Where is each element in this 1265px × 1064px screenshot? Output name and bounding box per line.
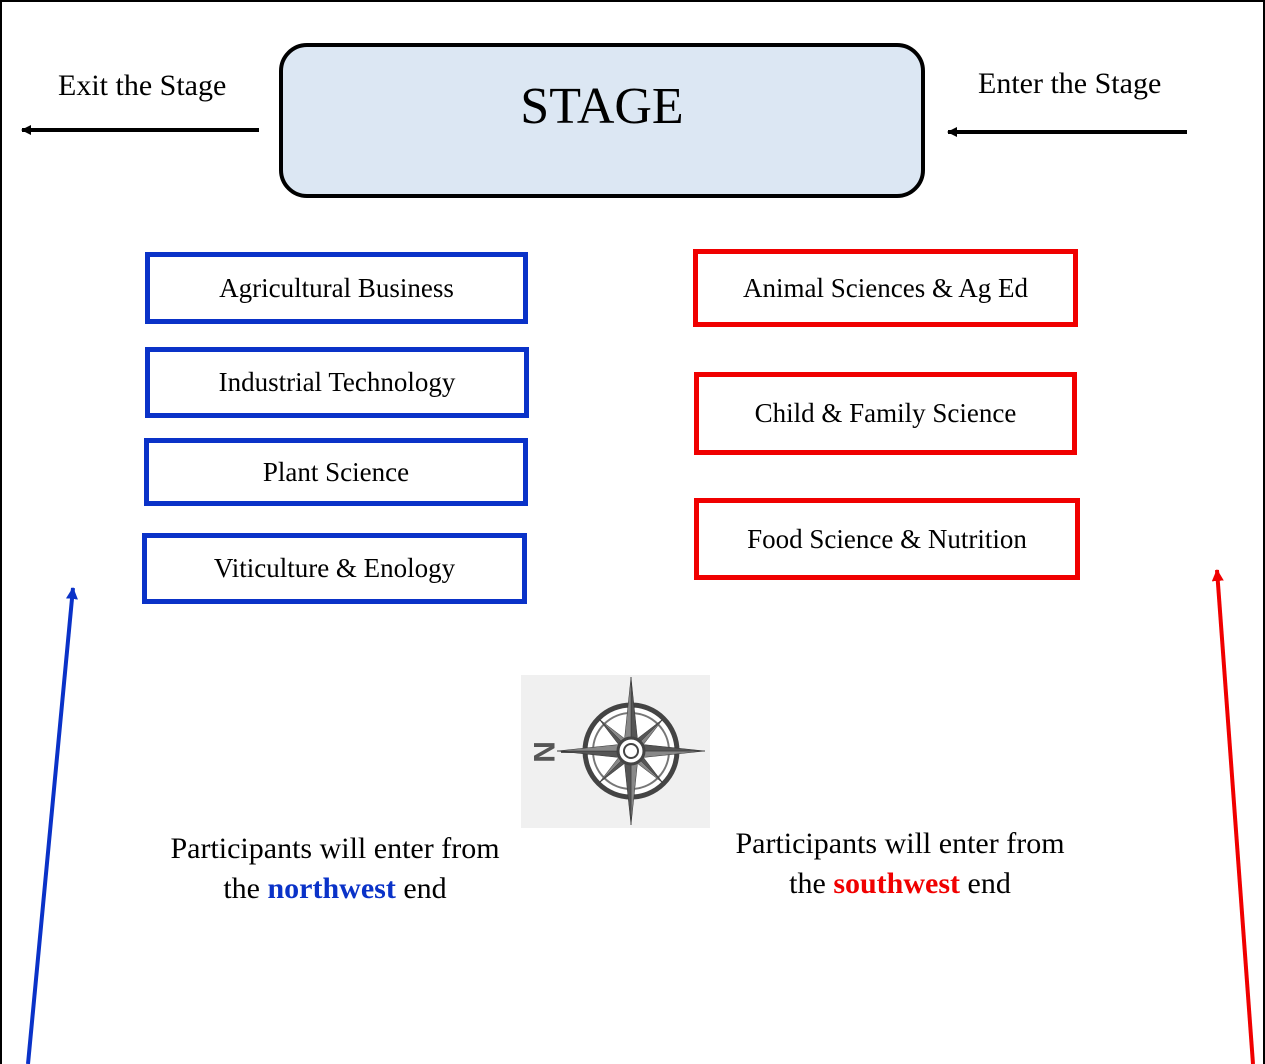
- northwest-highlight: northwest: [267, 872, 396, 905]
- northwest-entry-arrow: [26, 587, 78, 1064]
- stage-label: STAGE: [520, 78, 684, 135]
- southwest-highlight: southwest: [833, 867, 960, 900]
- north-group-item: Viticulture & Enology: [142, 533, 527, 604]
- stage-box: STAGE: [279, 43, 925, 198]
- northwest-note-line1: Participants will enter from: [170, 832, 500, 865]
- north-group-item: Industrial Technology: [145, 347, 529, 418]
- compass-rose-icon: N: [521, 675, 710, 828]
- northwest-note: Participants will enter from the northwe…: [150, 829, 520, 909]
- south-group-item: Animal Sciences & Ag Ed: [693, 249, 1078, 327]
- south-group-item: Child & Family Science: [694, 372, 1077, 455]
- southwest-note-line2: the southwest end: [715, 864, 1085, 904]
- north-group-item: Agricultural Business: [145, 252, 528, 324]
- northwest-note-pre: the: [223, 872, 268, 905]
- exit-label: Exit the Stage: [58, 69, 227, 102]
- southwest-note-pre: the: [789, 867, 834, 900]
- southwest-note-line1: Participants will enter from: [735, 827, 1065, 860]
- compass-north-letter: N: [527, 741, 560, 763]
- north-group-item: Plant Science: [144, 438, 528, 506]
- southwest-note-post: end: [960, 867, 1011, 900]
- southwest-entry-arrow: [1211, 569, 1255, 1064]
- south-group-item: Food Science & Nutrition: [694, 498, 1080, 580]
- northwest-note-post: end: [395, 872, 447, 905]
- enter-label: Enter the Stage: [978, 67, 1162, 100]
- southwest-note: Participants will enter from the southwe…: [715, 824, 1085, 904]
- northwest-note-line2: the northwest end: [150, 869, 520, 909]
